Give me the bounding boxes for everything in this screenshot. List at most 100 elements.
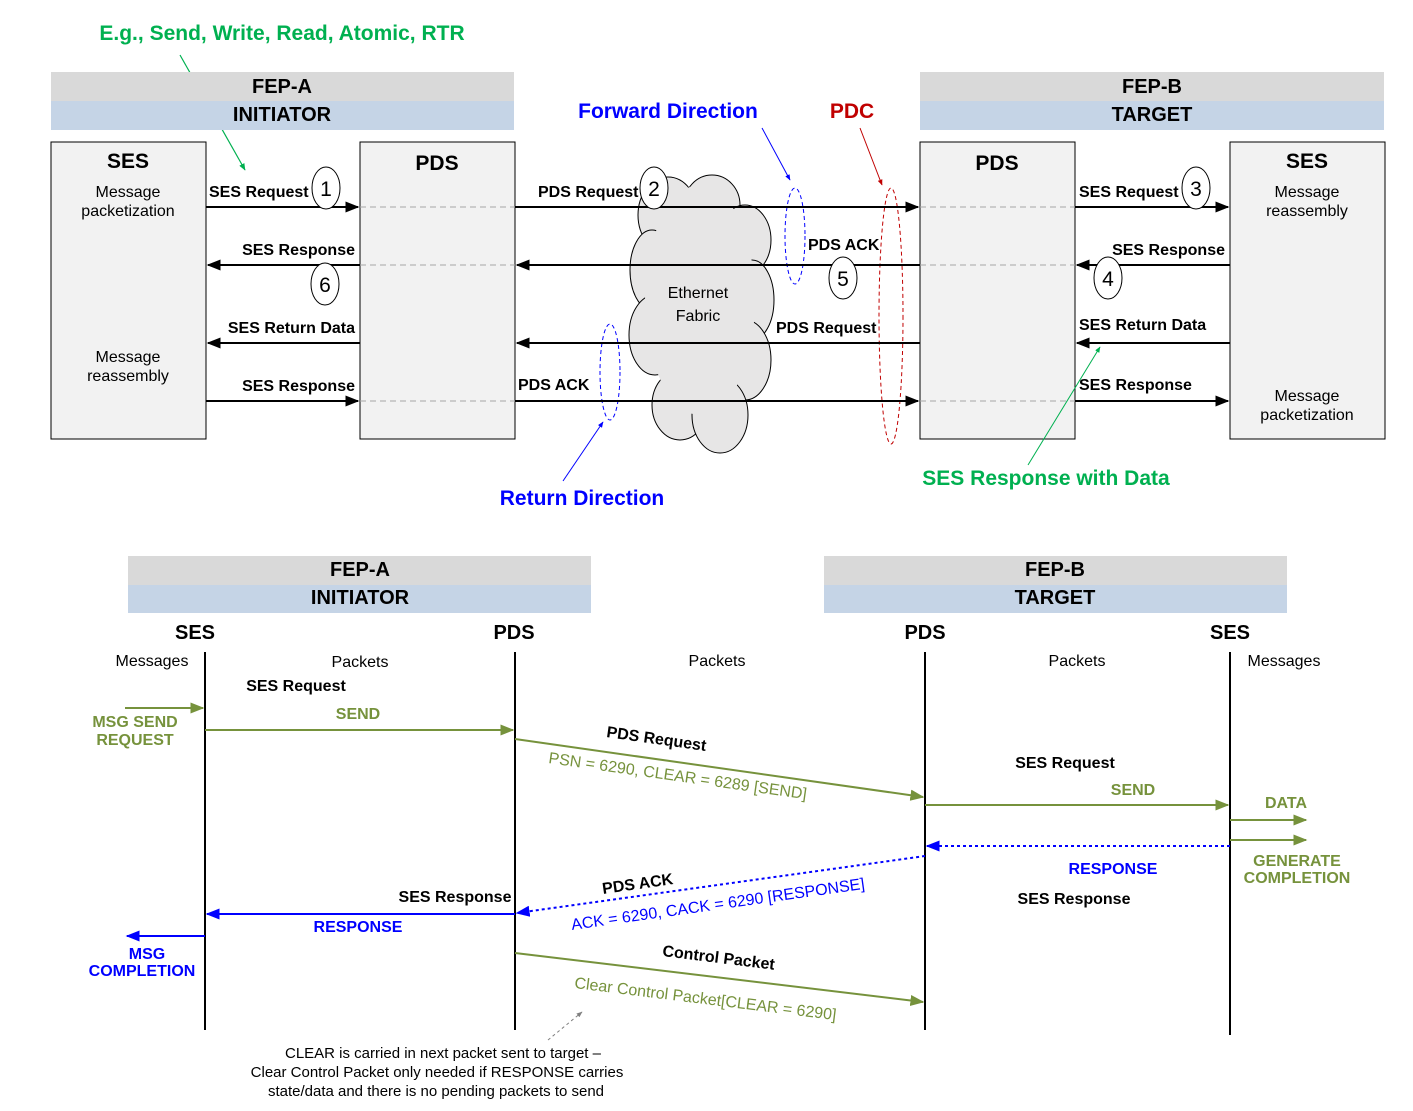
fep-b-name: FEP-B xyxy=(1122,76,1182,98)
bottom-fep-a-name-band xyxy=(128,556,591,585)
step-4-circle xyxy=(1093,256,1123,300)
top-pds-request-ret-label: PDS Request xyxy=(776,320,877,337)
bottom-generate-completion-line2: COMPLETION xyxy=(1244,870,1351,887)
top-pds-ack-ret-label: PDS ACK xyxy=(518,377,590,394)
forward-direction-callout: Forward Direction xyxy=(578,100,758,123)
pds-a-title: PDS xyxy=(415,152,458,175)
bottom-note-pointer xyxy=(547,1011,583,1041)
examples-callout: E.g., Send, Write, Read, Atomic, RTR xyxy=(99,22,464,45)
ses-a-reassembly-line2: reassembly xyxy=(87,368,169,385)
top-ses-response-b2-label: SES Response xyxy=(1079,377,1192,394)
ethernet-fabric-cloud xyxy=(628,174,775,454)
bottom-msg-completion-line2: COMPLETION xyxy=(89,963,196,980)
bottom-col-pds-b: PDS xyxy=(904,622,945,644)
bottom-col-ses-a: SES xyxy=(175,622,215,644)
bottom-lifelines xyxy=(204,652,1231,1035)
top-pds-ack-5-label: PDS ACK xyxy=(808,237,880,254)
step-6-number: 6 xyxy=(319,274,331,297)
step-5-circle xyxy=(828,256,858,300)
fep-a-name: FEP-A xyxy=(252,76,312,98)
bottom-ses-response-a: SES Response xyxy=(399,889,512,906)
bottom-ses-response-b: SES Response xyxy=(1018,891,1131,908)
fep-a-header-name-band xyxy=(51,72,514,101)
ses-b-title: SES xyxy=(1286,150,1328,173)
bottom-col-pds-a: PDS xyxy=(493,622,534,644)
top-ses-return-data-b-label: SES Return Data xyxy=(1079,317,1206,334)
bottom-note-line2: Clear Control Packet only needed if RESP… xyxy=(251,1064,624,1081)
cloud-label-line2: Fabric xyxy=(676,308,720,325)
return-direction-callout: Return Direction xyxy=(500,487,665,510)
bottom-sub-messages-b: Messages xyxy=(1248,653,1321,670)
step-3-number: 3 xyxy=(1190,178,1202,201)
bottom-pds-ack-dotted xyxy=(515,855,926,917)
bottom-generate-completion-line1: GENERATE xyxy=(1253,853,1341,870)
bottom-msg-completion-line1: MSG xyxy=(129,946,165,963)
fep-a-header-role-band xyxy=(51,101,514,130)
ses-a-packetization-line2: packetization xyxy=(81,203,174,220)
bottom-ses-request-b: SES Request xyxy=(1015,755,1115,772)
top-ses-response-b1-label: SES Response xyxy=(1112,242,1225,259)
pds-dashed-guides xyxy=(360,206,1075,402)
top-pds-request-fwd-label: PDS Request xyxy=(538,184,639,201)
ses-response-with-data-callout: SES Response with Data xyxy=(922,467,1170,490)
ses-a-title: SES xyxy=(107,150,149,173)
bottom-fep-b-role-band xyxy=(824,585,1287,613)
step-3-circle xyxy=(1181,166,1211,210)
bottom-msg-send-line1: MSG SEND xyxy=(92,714,177,731)
ses-a-reassembly-line1: Message xyxy=(96,349,161,366)
step-1-circle xyxy=(311,166,341,210)
bottom-col-ses-b: SES xyxy=(1210,622,1250,644)
ses-b-packetization-line1: Message xyxy=(1275,388,1340,405)
step-4-number: 4 xyxy=(1102,268,1114,291)
bottom-sub-messages-a: Messages xyxy=(116,653,189,670)
ses-b-reassembly-line2: reassembly xyxy=(1266,203,1348,220)
top-ses-response-a1-label: SES Response xyxy=(242,242,355,259)
step-6-circle xyxy=(310,262,340,306)
bottom-fep-a-role: INITIATOR xyxy=(311,587,410,609)
bottom-msg-send-line2: REQUEST xyxy=(96,732,174,749)
bottom-sub-packets-2: Packets xyxy=(689,653,746,670)
ses-b-box xyxy=(1229,141,1386,440)
pds-a-box xyxy=(359,141,516,440)
step-5-number: 5 xyxy=(837,268,849,291)
step-2-circle xyxy=(639,166,669,210)
ses-a-packetization-line1: Message xyxy=(96,184,161,201)
bottom-response-a-label: RESPONSE xyxy=(314,919,403,936)
top-ses-response-a2-label: SES Response xyxy=(242,378,355,395)
ses-a-box xyxy=(50,141,207,440)
ses-b-packetization-line2: packetization xyxy=(1260,407,1353,424)
bottom-pds-ack-label: PDS ACK xyxy=(601,871,675,898)
bottom-note-line3: state/data and there is no pending packe… xyxy=(268,1083,604,1100)
bottom-send-b: SEND xyxy=(1111,782,1155,799)
top-ses-request-a-label: SES Request xyxy=(209,184,309,201)
fep-b-header-name-band xyxy=(920,72,1384,101)
bottom-data: DATA xyxy=(1265,795,1308,812)
bottom-control-packet-label: Control Packet xyxy=(662,943,777,974)
pds-b-box xyxy=(919,141,1076,440)
bottom-psn-detail: PSN = 6290, CLEAR = 6289 [SEND] xyxy=(547,750,807,803)
fep-b-header-role-band xyxy=(920,101,1384,130)
return-direction-arrow xyxy=(562,421,604,482)
pdc-oval xyxy=(878,187,904,445)
pdc-arrow xyxy=(859,127,883,186)
pdc-callout: PDC xyxy=(830,100,874,123)
bottom-sub-packets-3: Packets xyxy=(1049,653,1106,670)
top-ses-request-b-label: SES Request xyxy=(1079,184,1179,201)
bottom-fep-a-role-band xyxy=(128,585,591,613)
step-2-number: 2 xyxy=(648,178,660,201)
top-flow-arrows xyxy=(206,201,1230,407)
forward-direction-arrow xyxy=(761,127,791,181)
ses-b-reassembly-line1: Message xyxy=(1275,184,1340,201)
bottom-fep-a-name: FEP-A xyxy=(330,559,390,581)
bottom-request-arrows xyxy=(125,702,1308,1007)
fep-a-role: INITIATOR xyxy=(233,104,332,126)
bottom-ses-request-a: SES Request xyxy=(246,678,346,695)
bottom-sub-packets-1: Packets xyxy=(332,654,389,671)
pds-b-title: PDS xyxy=(975,152,1018,175)
bottom-fep-b-role: TARGET xyxy=(1015,587,1096,609)
cloud-label-line1: Ethernet xyxy=(668,285,729,302)
step-1-number: 1 xyxy=(320,178,332,201)
ses-response-with-data-arrow xyxy=(1027,346,1101,466)
fep-b-role: TARGET xyxy=(1112,104,1193,126)
